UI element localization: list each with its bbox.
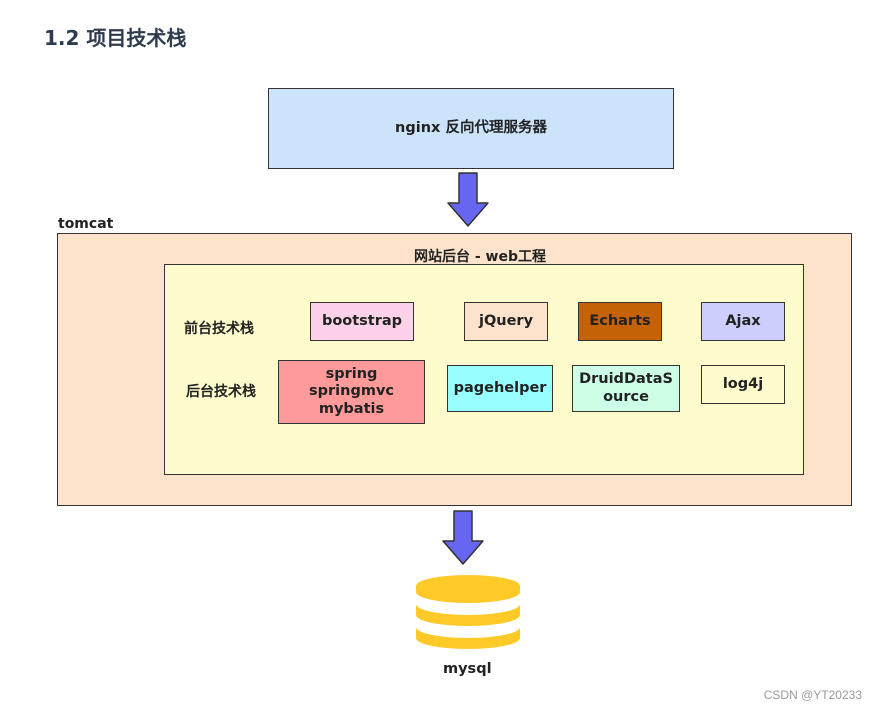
database-icon (416, 575, 520, 649)
frontend-stack-label: 前台技术栈 (184, 321, 254, 337)
pagehelper-box: pagehelper (447, 365, 553, 412)
bootstrap-box: bootstrap (310, 302, 414, 341)
ajax-box: Ajax (701, 302, 785, 341)
mysql-label: mysql (443, 661, 492, 677)
down-arrow-icon (442, 510, 484, 565)
jquery-box: jQuery (464, 302, 548, 341)
log4j-box: log4j (701, 365, 785, 404)
down-arrow-icon (447, 172, 489, 227)
watermark: CSDN @YT20233 (763, 688, 862, 702)
tomcat-label: tomcat (58, 216, 114, 232)
echarts-box: Echarts (578, 302, 662, 341)
backend-stack-label: 后台技术栈 (186, 384, 256, 400)
section-heading: 1.2 项目技术栈 (44, 26, 187, 50)
druid-datasource-box: DruidDataS ource (572, 365, 680, 412)
nginx-label: nginx 反向代理服务器 (395, 119, 547, 136)
spring-box: spring springmvc mybatis (278, 360, 425, 424)
nginx-box: nginx 反向代理服务器 (268, 88, 674, 169)
web-project-label: 网站后台 - web工程 (414, 249, 547, 265)
